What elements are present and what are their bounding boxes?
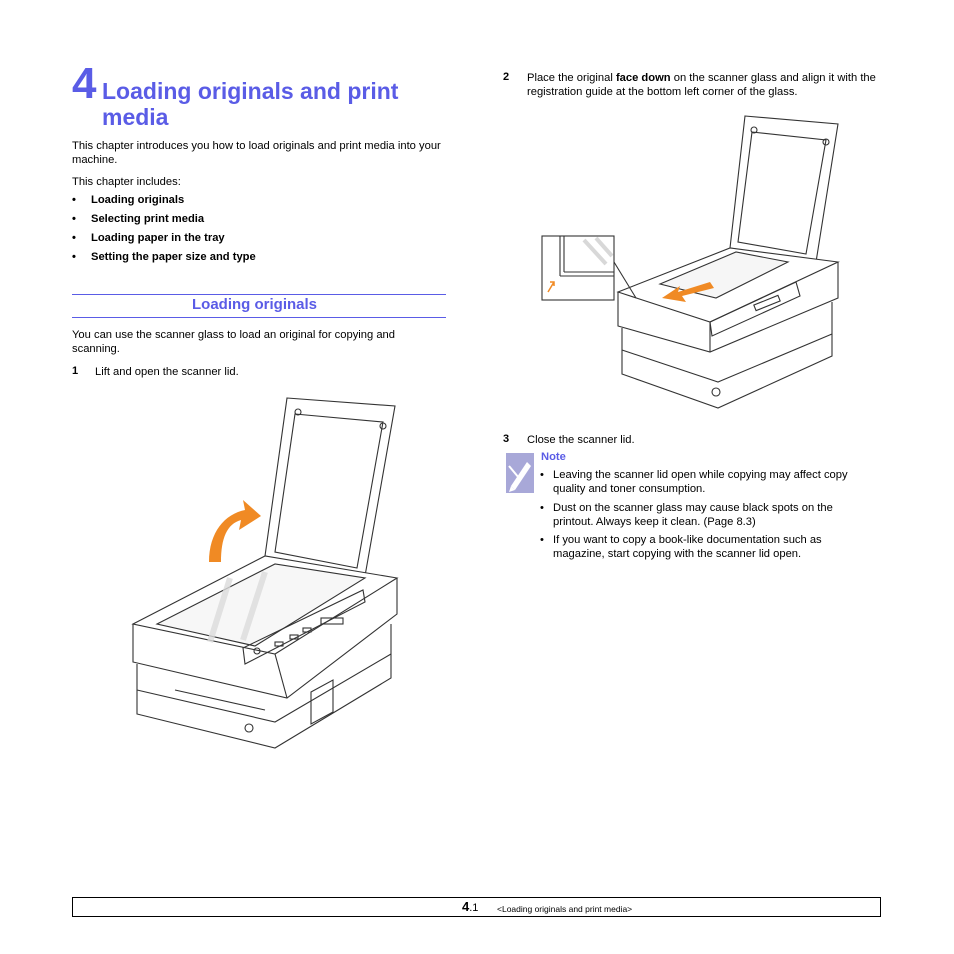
chapter-title: Loading originals and print media — [102, 78, 399, 130]
section-paragraph: You can use the scanner glass to load an… — [72, 329, 395, 355]
note-label: Note — [541, 451, 566, 463]
page-number: 4.1 — [462, 899, 479, 914]
intro-paragraph: This chapter introduces you how to load … — [72, 140, 441, 166]
list-item[interactable]: •Selecting print media — [72, 213, 205, 225]
list-item[interactable]: •Loading originals — [72, 194, 185, 206]
chapter-contents-list: •Loading originals •Selecting print medi… — [72, 193, 256, 269]
footer-bar — [72, 897, 881, 917]
step-2-text: Place the original face down on the scan… — [527, 72, 876, 98]
section-heading-rule — [72, 294, 446, 318]
note-item: •Leaving the scanner lid open while copy… — [540, 469, 848, 495]
includes-label: This chapter includes: — [72, 176, 181, 188]
step-3-text: Close the scanner lid. — [527, 434, 635, 446]
step-1-number: 1 — [72, 365, 79, 377]
chapter-number: 4 — [72, 59, 97, 108]
note-item: •Dust on the scanner glass may cause bla… — [540, 502, 833, 528]
footer-chapter-label: <Loading originals and print media> — [497, 904, 633, 914]
step-2-number: 2 — [503, 71, 510, 83]
list-item[interactable]: •Loading paper in the tray — [72, 232, 225, 244]
scanner-lid-open-illustration — [131, 397, 399, 749]
note-item: •If you want to copy a book-like documen… — [540, 534, 822, 560]
step-1-text: Lift and open the scanner lid. — [95, 366, 239, 378]
place-original-illustration — [541, 115, 840, 409]
step-3-number: 3 — [503, 433, 510, 445]
note-pencil-icon — [506, 453, 534, 493]
list-item[interactable]: •Setting the paper size and type — [72, 251, 256, 263]
section-title: Loading originals — [192, 296, 318, 313]
